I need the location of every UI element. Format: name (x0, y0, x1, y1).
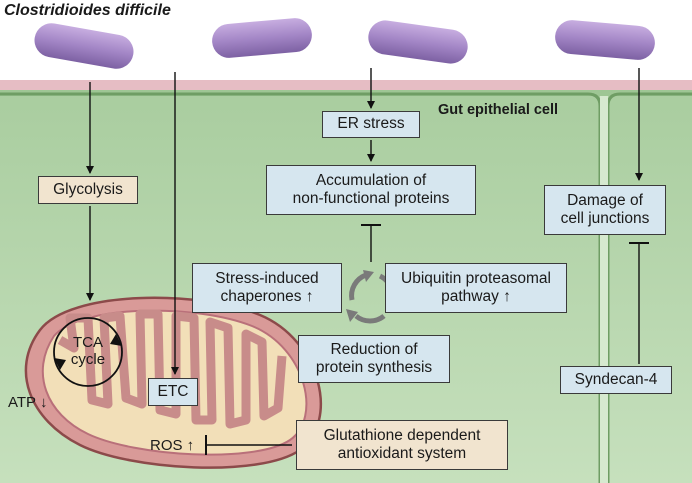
bacterium (212, 18, 312, 58)
damage-line2: cell junctions (560, 210, 650, 227)
chaperones-box: Stress-induced chaperones ↑ (192, 263, 342, 313)
accumulation-line1: Accumulation of (315, 171, 427, 189)
tca-cycle-ring (53, 317, 123, 387)
er-stress-label: ER stress (337, 115, 405, 133)
syndecan-box: Syndecan-4 (560, 366, 672, 394)
glutathione-line2: antioxidant system (337, 445, 467, 462)
er-stress-box: ER stress (322, 111, 420, 138)
ubiquitin-box: Ubiquitin proteasomal pathway ↑ (385, 263, 567, 313)
ubiquitin-line1: Ubiquitin proteasomal (401, 269, 551, 287)
reduction-box: Reduction of protein synthesis (298, 335, 450, 383)
ubiquitin-line2: pathway ↑ (441, 288, 511, 305)
etc-box: ETC (148, 378, 198, 406)
etc-label: ETC (157, 382, 189, 400)
chaperones-line2: chaperones ↑ (220, 288, 314, 305)
accumulation-box: Accumulation of non-functional proteins (266, 165, 476, 215)
tca-line2: cycle (70, 351, 106, 369)
syndecan-label: Syndecan-4 (574, 370, 658, 388)
bacterium (34, 23, 134, 69)
glutathione-line1: Glutathione dependent (323, 426, 481, 444)
glycolysis-label: Glycolysis (53, 180, 123, 198)
apical-membrane (0, 80, 692, 90)
glutathione-box: Glutathione dependent antioxidant system (296, 420, 508, 470)
accumulation-line2: non-functional proteins (292, 190, 450, 207)
damage-line1: Damage of (567, 191, 643, 209)
bacterium (368, 20, 468, 64)
atp-label: ATP ↓ (8, 394, 48, 411)
ros-label: ROS ↑ (150, 437, 195, 454)
damage-box: Damage of cell junctions (544, 185, 666, 235)
glycolysis-box: Glycolysis (38, 176, 138, 204)
reduction-line1: Reduction of (330, 340, 418, 358)
bacterium (555, 20, 655, 60)
organism-label: Clostridioides difficile (4, 2, 171, 19)
cell-label: Gut epithelial cell (438, 102, 559, 118)
tca-label: TCA cycle (66, 334, 110, 369)
tca-line1: TCA (73, 334, 103, 351)
chaperones-line1: Stress-induced (215, 269, 319, 287)
reduction-line2: protein synthesis (315, 359, 433, 376)
